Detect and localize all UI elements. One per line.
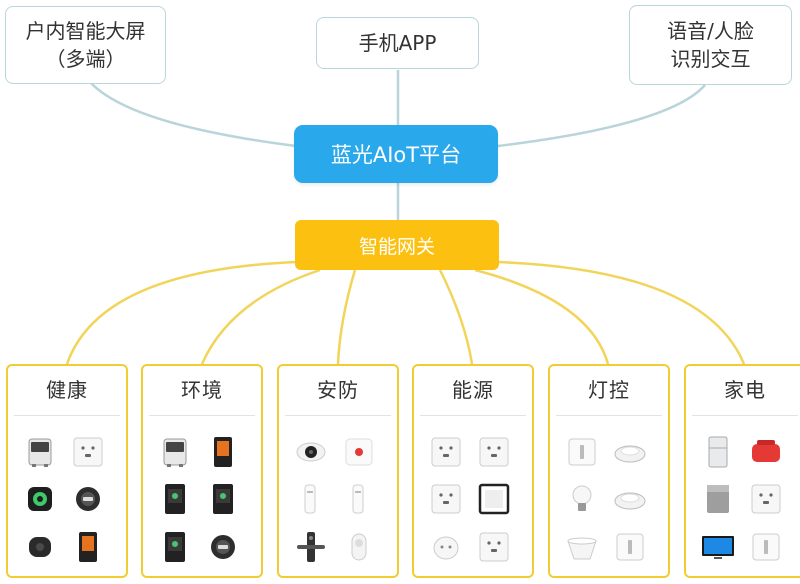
connector-security xyxy=(336,269,357,365)
light-switch-icon xyxy=(612,529,648,565)
category-divider xyxy=(420,415,526,416)
plug-adapter-icon xyxy=(428,529,464,565)
category-divider xyxy=(692,415,798,416)
refrigerator-icon xyxy=(700,434,736,470)
wall-display-icon xyxy=(70,529,106,565)
connector-appliances xyxy=(497,260,746,365)
smart-speaker-icon xyxy=(22,529,58,565)
category-title: 能源 xyxy=(452,378,494,402)
indoor-screen-box: 户内智能大屏 （多端） xyxy=(5,6,166,84)
category-environment: 环境 xyxy=(141,364,263,578)
category-title: 灯控 xyxy=(588,378,630,402)
mobile-app-box: 手机APP xyxy=(316,17,479,69)
category-energy: 能源 xyxy=(412,364,534,578)
wall-outlet-icon xyxy=(748,481,784,517)
air-purifier-icon xyxy=(157,434,193,470)
voice-face-box: 语音/人脸 识别交互 xyxy=(629,5,792,85)
smart-gateway-label: 智能网关 xyxy=(358,235,435,258)
security-camera-icon xyxy=(293,434,329,470)
rice-cooker-icon xyxy=(748,434,784,470)
smart-lock-icon xyxy=(293,529,329,565)
wall-outlet-icon xyxy=(428,481,464,517)
wall-outlet-icon xyxy=(70,434,106,470)
category-divider xyxy=(285,415,391,416)
light-bulb-icon xyxy=(564,481,600,517)
category-title: 安防 xyxy=(317,378,359,402)
category-divider xyxy=(149,415,255,416)
category-security: 安防 xyxy=(277,364,399,578)
energy-panel-icon xyxy=(476,481,512,517)
thermostat-black-icon xyxy=(157,481,193,517)
round-sensor-icon xyxy=(205,529,241,565)
connector-voice-face xyxy=(497,84,706,148)
category-title: 家电 xyxy=(724,378,766,402)
wall-display-icon xyxy=(205,434,241,470)
voice-face-line1: 语音/人脸 xyxy=(667,19,754,43)
light-switch-icon xyxy=(564,434,600,470)
washing-machine-icon xyxy=(700,481,736,517)
motion-sensor-icon xyxy=(341,529,377,565)
category-divider xyxy=(556,415,662,416)
wall-outlet-icon xyxy=(476,434,512,470)
category-health: 健康 xyxy=(6,364,128,578)
ceiling-light-icon xyxy=(612,481,648,517)
ceiling-light-icon xyxy=(612,434,648,470)
thermostat-black-icon xyxy=(157,529,193,565)
smart-gateway-box: 智能网关 xyxy=(295,220,499,270)
wall-outlet-icon xyxy=(428,434,464,470)
round-sensor-icon xyxy=(70,481,106,517)
light-switch-icon xyxy=(748,529,784,565)
connector-health xyxy=(65,260,298,365)
category-title: 健康 xyxy=(46,378,88,402)
door-sensor-icon xyxy=(293,481,329,517)
category-appliances: 家电 xyxy=(684,364,800,578)
air-monitor-icon xyxy=(22,481,58,517)
category-lighting: 灯控 xyxy=(548,364,670,578)
connector-environment xyxy=(200,268,321,365)
aiot-platform-box: 蓝光AIoT平台 xyxy=(294,125,498,183)
aiot-platform-label: 蓝光AIoT平台 xyxy=(330,143,462,167)
door-sensor-icon xyxy=(341,481,377,517)
indoor-screen-line2: （多端） xyxy=(45,47,126,71)
connector-energy xyxy=(438,269,474,365)
indoor-screen-line1: 户内智能大屏 xyxy=(25,19,146,43)
voice-face-line2: 识别交互 xyxy=(670,47,751,71)
category-divider xyxy=(14,415,120,416)
panic-button-icon xyxy=(341,434,377,470)
air-purifier-icon xyxy=(22,434,58,470)
connector-indoor-screen xyxy=(89,81,297,148)
television-icon xyxy=(700,529,736,565)
mobile-app-label: 手机APP xyxy=(358,31,437,55)
thermostat-black-icon xyxy=(205,481,241,517)
wall-outlet-icon xyxy=(476,529,512,565)
downlight-icon xyxy=(564,529,600,565)
category-title: 环境 xyxy=(181,378,223,402)
connector-lighting xyxy=(474,268,610,365)
